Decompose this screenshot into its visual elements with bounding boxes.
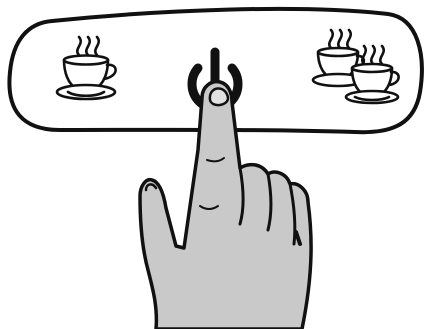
fingernail — [210, 88, 228, 105]
